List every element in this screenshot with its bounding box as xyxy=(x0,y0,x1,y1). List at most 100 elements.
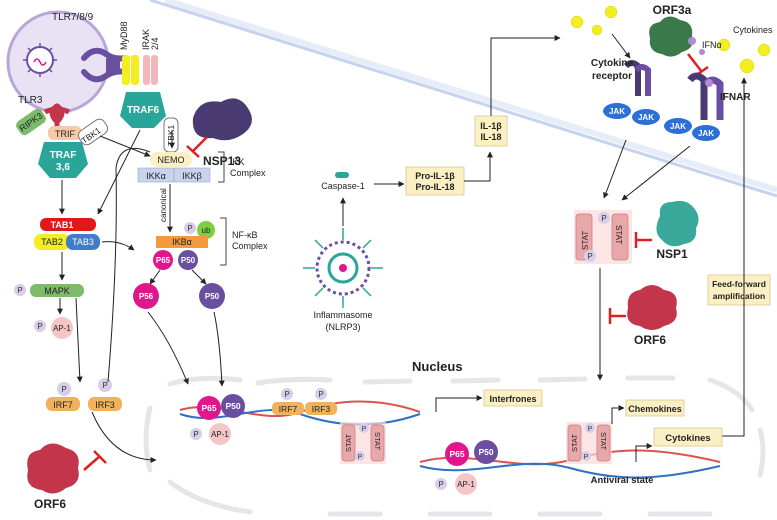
canonical-arrow: canonical xyxy=(159,184,173,233)
irf3-phospho-label: P xyxy=(102,381,107,390)
ikk-complex-label-2: Complex xyxy=(230,168,266,178)
nfkb-complex: P ub IKBα P65 P50 NF-κB Complex xyxy=(153,217,268,270)
stat-nuc2-phospho-2: P xyxy=(584,454,589,461)
jak-label-3: JAK xyxy=(670,122,686,131)
tab3-label: TAB3 xyxy=(72,237,94,247)
pro-il18-label: Pro-IL-18 xyxy=(415,182,454,192)
tbk1-top-label: TBK1 xyxy=(166,124,176,146)
stat-cyto-label-2: STAT xyxy=(614,225,623,244)
cytokine-receptor: Cytokine receptor JAK JAK xyxy=(591,58,660,125)
stat-nuc2-label-2: STAT xyxy=(599,432,608,450)
nucleus-envelope xyxy=(143,375,766,517)
tab2-label: TAB2 xyxy=(41,237,63,247)
ikba-phospho-label: P xyxy=(187,224,192,233)
ap1-label-cyto: AP-1 xyxy=(53,324,71,333)
stat-nuc2-label-1: STAT xyxy=(570,434,579,452)
ap1-nuc-phospho: P xyxy=(193,430,198,439)
irf3-label-nuc: IRF3 xyxy=(312,404,331,414)
nsp1-label: NSP1 xyxy=(656,247,688,261)
cytokine-particles-yellow xyxy=(570,5,771,74)
tab1-label: TAB1 xyxy=(51,220,74,230)
traf6-label: TRAF6 xyxy=(127,105,160,116)
traf36: TRAF 3,6 xyxy=(38,142,88,178)
ifnar-label: IFNAR xyxy=(720,92,751,103)
antiviral-state-label: Antiviral state xyxy=(591,475,654,486)
stat-nuc1-label-2: STAT xyxy=(373,432,382,450)
myd88: MyD88 xyxy=(119,21,139,85)
inflammasome-label-2: (NLRP3) xyxy=(325,322,360,332)
pathway-arrows xyxy=(57,129,225,463)
stat-cyto-phospho-1: P xyxy=(601,214,606,223)
caspase1-label: Caspase-1 xyxy=(321,181,365,191)
stat-dimer-nuc-1: STAT STAT P P xyxy=(340,422,386,464)
irf7-label-cyto: IRF7 xyxy=(53,400,73,410)
trif-label: TRIF xyxy=(55,129,75,139)
stat-nuc1-phospho-2: P xyxy=(358,454,363,461)
jak-label-4: JAK xyxy=(698,129,714,138)
stat-cyto-phospho-2: P xyxy=(587,252,592,261)
cytokines-out-label: Cytokines xyxy=(665,433,710,444)
ub-label: ub xyxy=(202,226,211,235)
ikkb-label: IKKβ xyxy=(182,171,202,181)
orf3a-label: ORF3a xyxy=(653,3,692,17)
pro-il-box: Pro-IL-1β Pro-IL-18 xyxy=(405,151,493,196)
ikk-complex-label-1: IKK xyxy=(230,157,245,167)
nemo-label: NEMO xyxy=(158,155,185,165)
cytokine-receptor-label-1: Cytokine xyxy=(591,58,634,69)
myd88-label: MyD88 xyxy=(119,21,129,50)
tlr789-label: TLR7/8/9 xyxy=(52,12,94,23)
feed-forward-label-1: Feed-forward xyxy=(712,279,766,289)
traf-label-1: TRAF xyxy=(50,150,77,161)
jak-label-2: JAK xyxy=(638,113,654,122)
chemokines-label: Chemokines xyxy=(628,404,682,414)
caspase1: Caspase-1 xyxy=(321,172,405,226)
nfkb-complex-label-1: NF-κB xyxy=(232,230,258,240)
inflammasome: Inflammasome (NLRP3) xyxy=(303,228,383,332)
cytokines-top-label-group: Cytokines IFNα xyxy=(688,25,773,55)
feed-forward-box: Feed-forward amplification xyxy=(707,77,771,437)
stat-nuc1-label-1: STAT xyxy=(344,434,353,452)
ap1-label-nuc2: AP-1 xyxy=(457,480,475,489)
p50-label-cyto: P50 xyxy=(181,256,196,265)
stat-cyto-label-1: STAT xyxy=(581,231,590,250)
jak-label-1: JAK xyxy=(609,107,625,116)
p56-label: P56 xyxy=(139,292,154,301)
tlr-endosome: TLR7/8/9 TLR3 xyxy=(6,10,110,114)
mapk-phospho-label: P xyxy=(17,286,22,295)
ifna-label: IFNα xyxy=(702,40,722,50)
mapk-label: MAPK xyxy=(44,286,70,296)
irf-nuclear: P IRF7 P IRF3 xyxy=(272,388,337,415)
nsp13-label: NSP13 xyxy=(203,154,241,168)
ap1-cyto: P AP-1 xyxy=(34,317,73,339)
irf7-label-nuc: IRF7 xyxy=(279,404,298,414)
irf3-nuc-phospho: P xyxy=(318,390,323,399)
nsp13-inhibition xyxy=(186,136,208,158)
tab-complex: TAB1 TAB2 TAB3 xyxy=(34,218,100,250)
tlr3-label: TLR3 xyxy=(18,95,43,106)
p65-label-nuc: P65 xyxy=(201,403,216,413)
irf7-nuc-phospho: P xyxy=(284,390,289,399)
irak-label-1: IRAK xyxy=(141,29,151,50)
interferons-label: Interfrones xyxy=(489,394,536,404)
ikk-complex: NEMO IKKα IKKβ IKK Complex xyxy=(137,151,266,183)
orf6-left: ORF6 xyxy=(27,443,107,511)
ap1-label-nuc: AP-1 xyxy=(211,430,229,439)
ripk3: RIPK3 xyxy=(16,108,46,136)
stat-dimer-cyto: STAT STAT P P xyxy=(574,210,632,264)
il1b-label: IL-1β xyxy=(480,121,502,131)
nsp1-protein: NSP1 xyxy=(634,200,699,261)
cytokines-top-label: Cytokines xyxy=(733,25,773,35)
cytokine-arrow xyxy=(611,33,631,59)
ikba-label: IKBα xyxy=(172,237,192,247)
cytokines-output: Cytokines xyxy=(635,427,723,462)
tbk1-top: TBK1 xyxy=(163,117,179,153)
p50-label-nuc2: P50 xyxy=(478,447,493,457)
irf3-label-cyto: IRF3 xyxy=(95,400,115,410)
stat-nuc2-phospho-1: P xyxy=(588,426,593,433)
p65-label-nuc2: P65 xyxy=(449,449,464,459)
traf6: TRAF6 xyxy=(120,92,166,128)
stat-nuc1-phospho-1: P xyxy=(362,426,367,433)
trif: TRIF xyxy=(48,126,82,140)
ap1-nuc2-phospho: P xyxy=(438,480,443,489)
